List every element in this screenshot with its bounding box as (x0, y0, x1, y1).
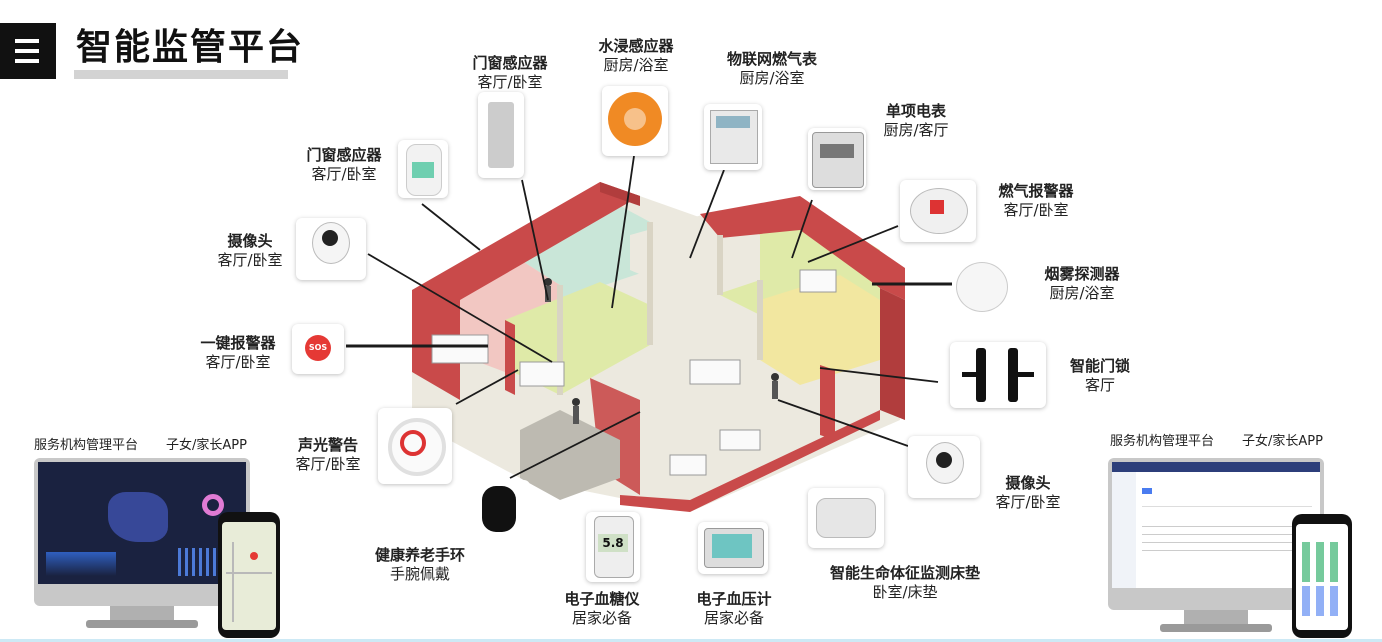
right-monitor-stand (1184, 610, 1248, 624)
wristband-image (470, 480, 530, 540)
gas-meter-image (704, 104, 762, 170)
label-camera-right: 摄像头 客厅/卧室 (995, 474, 1061, 511)
page-title: 智能监管平台 (76, 27, 305, 68)
sos-badge: SOS (305, 335, 331, 361)
smart-lock-image (950, 342, 1046, 408)
label-water-sensor: 水浸感应器 厨房/浴室 (598, 37, 674, 74)
right-monitor-base (1160, 624, 1272, 632)
leader-gas-alarm (807, 225, 899, 263)
leader-camera-right (777, 399, 909, 447)
label-gas-alarm: 燃气报警器 客厅/卧室 (998, 182, 1074, 219)
label-sos-button: 一键报警器 客厅/卧室 (200, 334, 276, 371)
right-admin-screen (1112, 462, 1320, 588)
glucometer-reading: 5.8 (598, 534, 628, 552)
right-phone (1292, 514, 1352, 638)
gas-alarm-image (900, 180, 976, 242)
door-sensor-image (478, 92, 524, 178)
menu-icon (15, 39, 39, 43)
leader-electric-meter (791, 199, 813, 259)
label-siren: 声光警告 客厅/卧室 (295, 436, 361, 473)
left-dashboard-screen (38, 462, 246, 584)
camera-right-image (908, 436, 980, 498)
leader-door-sensor-left (421, 203, 481, 251)
label-door-sensor-left: 门窗感应器 客厅/卧室 (306, 146, 382, 183)
bp-monitor-image (698, 522, 768, 574)
left-phone (218, 512, 280, 638)
camera-left-image (296, 218, 366, 280)
right-monitor (1108, 458, 1324, 610)
door-sensor-left-image (398, 140, 448, 198)
label-sleep-pad: 智能生命体征监测床垫 卧室/床垫 (829, 564, 980, 601)
menu-button[interactable] (0, 23, 56, 79)
right-phone-app-screen (1296, 524, 1348, 630)
label-door-sensor-top: 门窗感应器 客厅/卧室 (472, 54, 548, 91)
label-electric-meter: 单项电表 厨房/客厅 (883, 102, 949, 139)
right-app-label: 子女/家长APP (1242, 434, 1323, 449)
left-phone-map-screen (222, 522, 276, 630)
electric-meter-image (808, 128, 866, 190)
title-underline (74, 70, 288, 79)
left-monitor (34, 458, 250, 606)
water-sensor-image (602, 86, 668, 156)
label-camera-left: 摄像头 客厅/卧室 (217, 232, 283, 269)
glucometer-image: 5.8 (586, 512, 640, 582)
leader-siren (455, 369, 519, 405)
right-service-platform-label: 服务机构管理平台 (1110, 434, 1215, 449)
label-smoke-detector: 烟雾探测器 厨房/浴室 (1044, 265, 1120, 302)
label-gas-meter: 物联网燃气表 厨房/浴室 (726, 50, 817, 87)
leader-door-sensor-top (521, 179, 549, 301)
leader-wristband (509, 411, 641, 479)
left-monitor-base (86, 620, 198, 628)
siren-image (378, 408, 452, 484)
label-bp-monitor: 电子血压计 居家必备 (696, 590, 772, 627)
label-glucometer: 电子血糖仪 居家必备 (564, 590, 640, 627)
left-app-label: 子女/家长APP (166, 438, 247, 453)
leader-camera-left (367, 253, 553, 363)
smoke-detector-image (952, 258, 1010, 314)
sos-button-image: SOS (292, 324, 344, 374)
left-service-platform-label: 服务机构管理平台 (34, 438, 139, 453)
label-smart-lock: 智能门锁 客厅 (1069, 357, 1130, 394)
bottom-divider (0, 639, 1382, 642)
label-wristband: 健康养老手环 手腕佩戴 (374, 546, 465, 583)
leader-gas-meter (689, 169, 725, 259)
left-monitor-stand (110, 606, 174, 620)
leader-water-sensor (611, 155, 635, 309)
sleep-pad-image (808, 488, 884, 548)
leader-smart-lock (819, 367, 939, 383)
